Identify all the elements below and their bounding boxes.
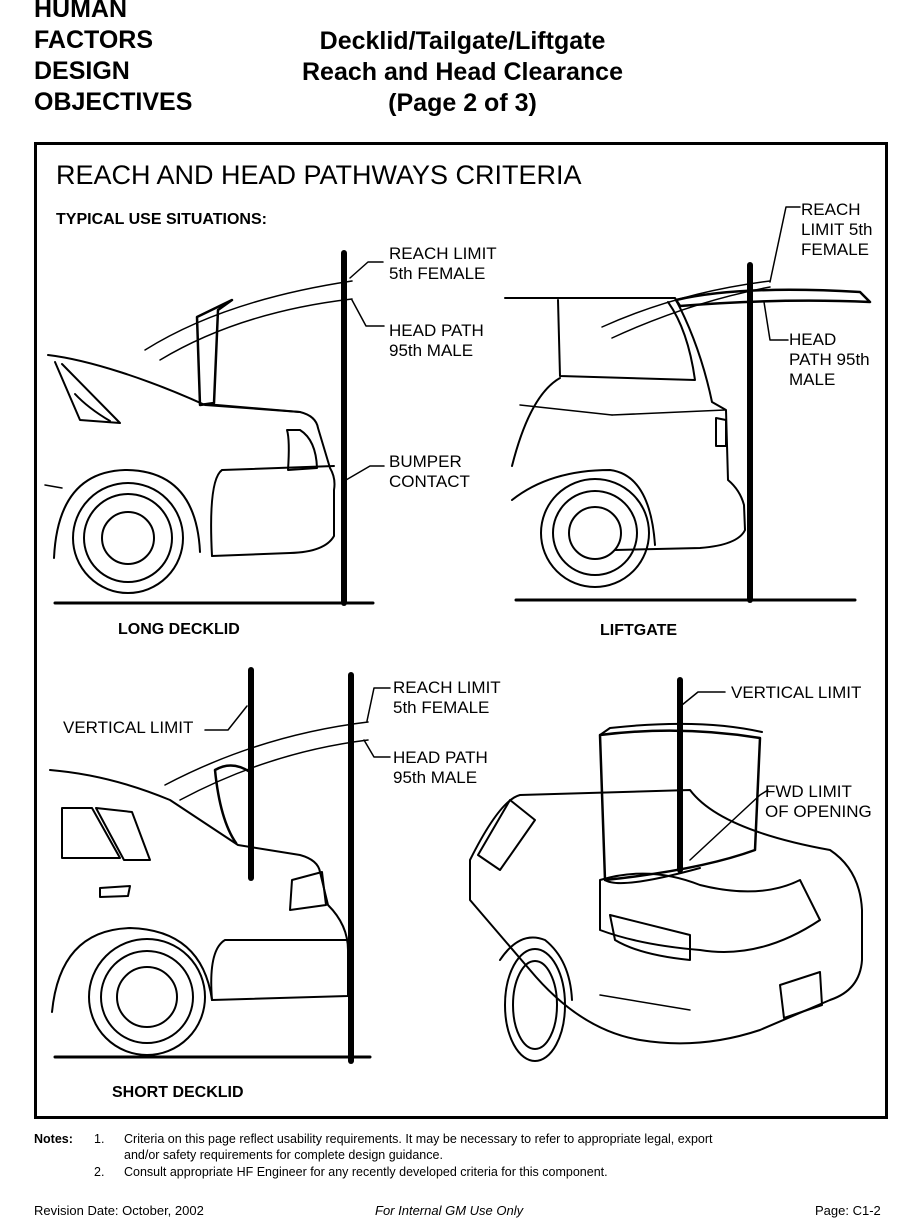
liftgate-minivan-illustration — [504, 206, 872, 603]
note-text-line: Criteria on this page reflect usability … — [124, 1132, 713, 1146]
notes-heading: Notes: — [34, 1132, 73, 1146]
label-line: OF OPENING — [765, 802, 872, 821]
figure-title: REACH AND HEAD PATHWAYS CRITERIA — [56, 160, 582, 190]
long-decklid-car-illustration — [44, 250, 385, 606]
label-line: REACH LIMIT — [393, 678, 501, 697]
header-left-line: FACTORS — [34, 26, 153, 54]
label-line: 95th MALE — [389, 341, 474, 360]
short-decklid-caption: SHORT DECKLID — [112, 1084, 244, 1101]
label-line: LIMIT 5th — [801, 220, 873, 239]
figure-frame — [34, 142, 888, 1119]
short-decklid-vertical-limit-label: VERTICAL LIMIT — [63, 718, 194, 737]
footer-page-number: Page: C1-2 — [815, 1203, 881, 1218]
header-left-line: HUMAN — [34, 0, 128, 23]
page-title: Decklid/Tailgate/Liftgate Reach and Head… — [230, 26, 695, 119]
label-line: MALE — [789, 370, 836, 389]
label-line: HEAD — [789, 330, 837, 349]
label-line: HEAD PATH — [393, 748, 488, 767]
liftgate-head-path-label: HEAD PATH 95th MALE — [789, 330, 870, 390]
label-line: REACH LIMIT — [389, 244, 497, 263]
short-decklid-head-path-label: HEAD PATH 95th MALE — [393, 748, 488, 788]
label-line: HEAD PATH — [389, 321, 484, 340]
page-title-line: Reach and Head Clearance — [302, 58, 623, 86]
liftgate-reach-limit-label: REACH LIMIT 5th FEMALE — [801, 200, 873, 260]
label-line: FWD LIMIT — [765, 782, 852, 801]
header-left-line: DESIGN — [34, 57, 130, 85]
label-line: BUMPER — [389, 452, 462, 471]
label-line: REACH — [801, 200, 861, 219]
liftgate-caption: LIFTGATE — [600, 622, 678, 639]
short-decklid-car-illustration — [49, 667, 391, 1064]
long-decklid-head-path-label: HEAD PATH 95th MALE — [389, 321, 484, 361]
label-line: FEMALE — [801, 240, 870, 259]
label-line: PATH 95th — [789, 350, 870, 369]
note-number: 2. — [94, 1165, 105, 1179]
long-decklid-bumper-contact-label: BUMPER CONTACT — [389, 452, 470, 492]
sedan-trunk-illustration — [469, 677, 863, 1062]
short-decklid-reach-limit-label: REACH LIMIT 5th FEMALE — [393, 678, 501, 718]
note-number: 1. — [94, 1132, 105, 1146]
figure-subtitle: TYPICAL USE SITUATIONS: — [56, 211, 267, 228]
label-line: 5th FEMALE — [393, 698, 490, 717]
header-left-block: HUMAN FACTORS DESIGN OBJECTIVES — [34, 0, 192, 118]
footer-revision-date: Revision Date: October, 2002 — [34, 1203, 204, 1218]
label-line: 95th MALE — [393, 768, 478, 787]
label-line: CONTACT — [389, 472, 470, 491]
long-decklid-reach-limit-label: REACH LIMIT 5th FEMALE — [389, 244, 497, 284]
header-left-line: OBJECTIVES — [34, 88, 193, 116]
note-text-line: Consult appropriate HF Engineer for any … — [124, 1165, 608, 1179]
footer-internal-use: For Internal GM Use Only — [375, 1203, 524, 1218]
sedan-vertical-limit-label: VERTICAL LIMIT — [731, 683, 862, 702]
page-title-line: Decklid/Tailgate/Liftgate — [319, 27, 606, 55]
sedan-fwd-limit-label: FWD LIMIT OF OPENING — [765, 782, 872, 822]
note-text-line: and/or safety requirements for complete … — [124, 1148, 443, 1162]
label-line: 5th FEMALE — [389, 264, 486, 283]
page-title-line: (Page 2 of 3) — [388, 89, 537, 117]
long-decklid-caption: LONG DECKLID — [118, 621, 240, 638]
